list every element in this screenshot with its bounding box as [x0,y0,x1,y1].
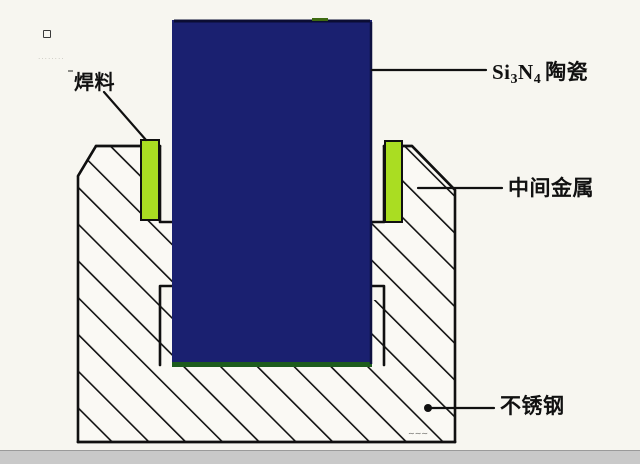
bottom-gray-strip [0,450,640,464]
label-solder: 焊料 [74,70,115,94]
ceramic-block [172,18,373,367]
steel-chamfer-left [76,144,98,178]
artifact-bottom-scribble: ∼∼∼ [408,430,429,438]
solder-bands [140,139,403,223]
leader-line-solder [102,90,148,142]
leader-dot-steel [424,404,432,412]
ceramic-block-fill [172,20,372,365]
label-ceramic-cjk: 陶瓷 [545,60,589,84]
ceramic-top-green-fleck [312,18,328,21]
label-ceramic-sub-3: 3 [510,72,519,87]
solder-band-left [140,139,160,221]
artifact-small-square [43,30,51,38]
leader-lines [102,68,504,412]
label-ceramic-formula-si: Si [492,60,511,84]
label-interlayer: 中间金属 [508,176,594,200]
artifact-dotted-marks: ········ [38,58,64,61]
label-ceramic-formula-n: N [518,60,534,84]
solder-band-right [384,140,403,223]
ceramic-bottom-braze-line [172,362,372,367]
artifact-tick-mark [68,70,73,72]
label-steel: 不锈钢 [500,394,565,418]
steel-chamfer-right [410,144,457,192]
label-ceramic-sub-4: 4 [533,72,542,87]
